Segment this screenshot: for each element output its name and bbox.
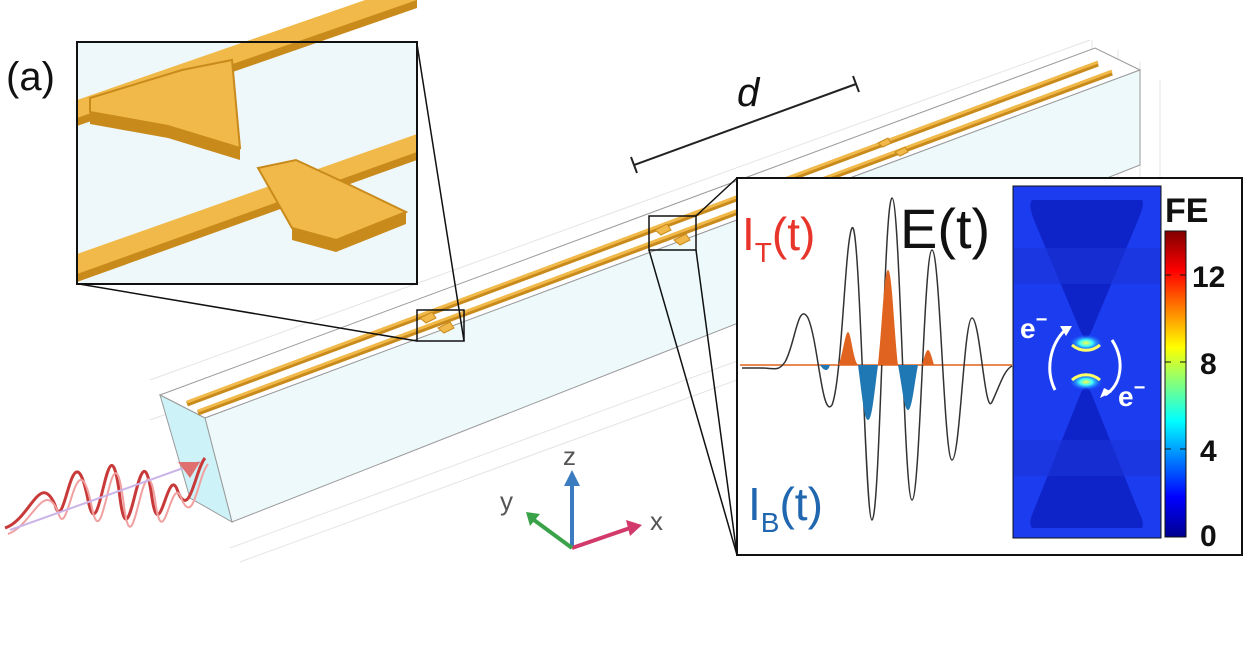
antenna-zoom-inset (76, 0, 418, 285)
zoom-box-left (416, 309, 465, 342)
current-top (838, 270, 934, 365)
current-bottom (820, 365, 918, 420)
field-map (1013, 186, 1161, 538)
zoom-box-right (648, 215, 697, 251)
axis-label-x: x (650, 506, 663, 536)
axis-label-z: z (563, 441, 576, 471)
colorbar-scale (1164, 230, 1187, 538)
field-waveform (742, 197, 1013, 521)
panel-label: (a) (6, 55, 55, 99)
distance-label: d (737, 71, 761, 115)
callout-lines (78, 43, 738, 556)
gold-wires (186, 60, 1113, 416)
I-B-label: IB(t) (748, 478, 823, 538)
colorbar-tick-0: 0 (1200, 520, 1217, 553)
antenna-pair-2 (654, 223, 672, 236)
antenna-pair-3 (877, 137, 892, 148)
electron-label-top: e− (1020, 309, 1047, 344)
colorbar-tick-8: 8 (1200, 348, 1217, 381)
antenna-pair-1 (419, 311, 437, 324)
colorbar-tick-12: 12 (1192, 261, 1225, 294)
gold-wire-bottom (197, 70, 1113, 416)
E-label: E(t) (900, 197, 990, 260)
colorbar-title: FE (1165, 192, 1208, 230)
incident-pulse (4, 457, 209, 535)
distance-marker (630, 75, 860, 174)
gold-wire-top (186, 61, 1099, 407)
colorbar: FE 12 8 4 0 (1164, 192, 1225, 553)
I-T-label: IT(t) (742, 208, 815, 268)
electron-label-bottom: e− (1118, 377, 1145, 412)
axis-label-y: y (500, 486, 513, 516)
axis-triad (526, 470, 642, 550)
colorbar-tick-4: 4 (1200, 435, 1217, 468)
